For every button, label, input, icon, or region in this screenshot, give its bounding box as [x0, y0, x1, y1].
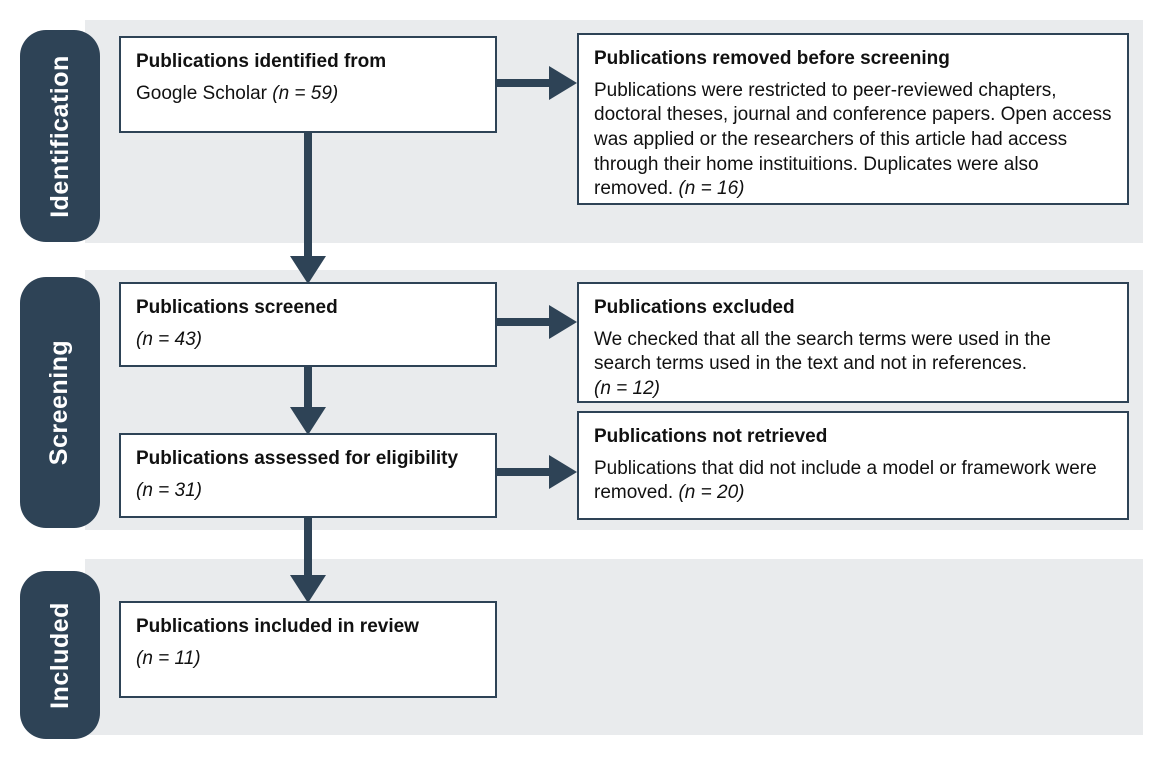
arrow-head-icon — [549, 305, 577, 339]
stage-label-included: Included — [20, 571, 100, 739]
arrow-shaft — [304, 518, 312, 577]
stage-label-identification: Identification — [20, 30, 100, 242]
box-title: Publications excluded — [594, 297, 795, 318]
box-publications-screened: Publications screened (n = 43) — [119, 282, 497, 367]
box-body: (n = 43) — [136, 328, 480, 353]
box-publications-not-retrieved: Publications not retrieved Publications … — [577, 411, 1129, 520]
n-count: (n = 59) — [272, 82, 339, 104]
stage-label-text: Included — [45, 601, 74, 709]
box-body: Publications that did not include a mode… — [594, 457, 1097, 504]
arrow-identified-to-removed — [497, 66, 577, 100]
arrow-assessed-to-included — [290, 518, 326, 603]
arrow-head-icon — [549, 66, 577, 100]
box-publications-removed: Publications removed before screening Pu… — [577, 33, 1129, 205]
arrow-assessed-to-not-retrieved — [497, 455, 577, 489]
arrow-screened-to-excluded — [497, 305, 577, 339]
arrow-shaft — [497, 79, 551, 87]
box-publications-identified: Publications identified from Google Scho… — [119, 36, 497, 133]
box-body-n-line: (n = 12) — [594, 377, 1112, 402]
box-title: Publications removed before screening — [594, 48, 950, 69]
box-publications-excluded: Publications excluded We checked that al… — [577, 282, 1129, 403]
stage-label-text: Screening — [45, 339, 74, 466]
arrow-head-icon — [290, 256, 326, 284]
n-count: (n = 43) — [136, 328, 203, 350]
stage-label-text: Identification — [45, 54, 74, 218]
stage-label-screening: Screening — [20, 277, 100, 528]
n-count: (n = 16) — [678, 178, 745, 200]
arrow-head-icon — [549, 455, 577, 489]
arrow-shaft — [304, 367, 312, 409]
n-count: (n = 11) — [136, 647, 201, 669]
n-count: (n = 31) — [136, 479, 203, 501]
box-title: Publications screened — [136, 297, 338, 318]
box-title: Publications included in review — [136, 616, 419, 637]
box-title: Publications not retrieved — [594, 426, 828, 447]
arrow-head-icon — [290, 407, 326, 435]
box-body: Google Scholar (n = 59) — [136, 82, 339, 104]
box-title: Publications assessed for eligibility — [136, 448, 459, 469]
box-body: (n = 31) — [136, 479, 480, 504]
box-body: Publications were restricted to peer-rev… — [594, 79, 1112, 200]
n-count: (n = 20) — [678, 482, 745, 504]
arrow-shaft — [497, 318, 551, 326]
n-count: (n = 12) — [594, 378, 661, 400]
box-publications-included: Publications included in review (n = 11) — [119, 601, 497, 698]
box-body: (n = 11) — [136, 647, 480, 672]
box-title: Publications identified from — [136, 51, 387, 72]
box-body: We checked that all the search terms wer… — [594, 328, 1051, 375]
box-publications-assessed: Publications assessed for eligibility (n… — [119, 433, 497, 518]
arrow-screened-to-assessed — [290, 367, 326, 435]
arrow-identified-to-screened — [290, 133, 326, 284]
arrow-head-icon — [290, 575, 326, 603]
arrow-shaft — [304, 133, 312, 258]
arrow-shaft — [497, 468, 551, 476]
